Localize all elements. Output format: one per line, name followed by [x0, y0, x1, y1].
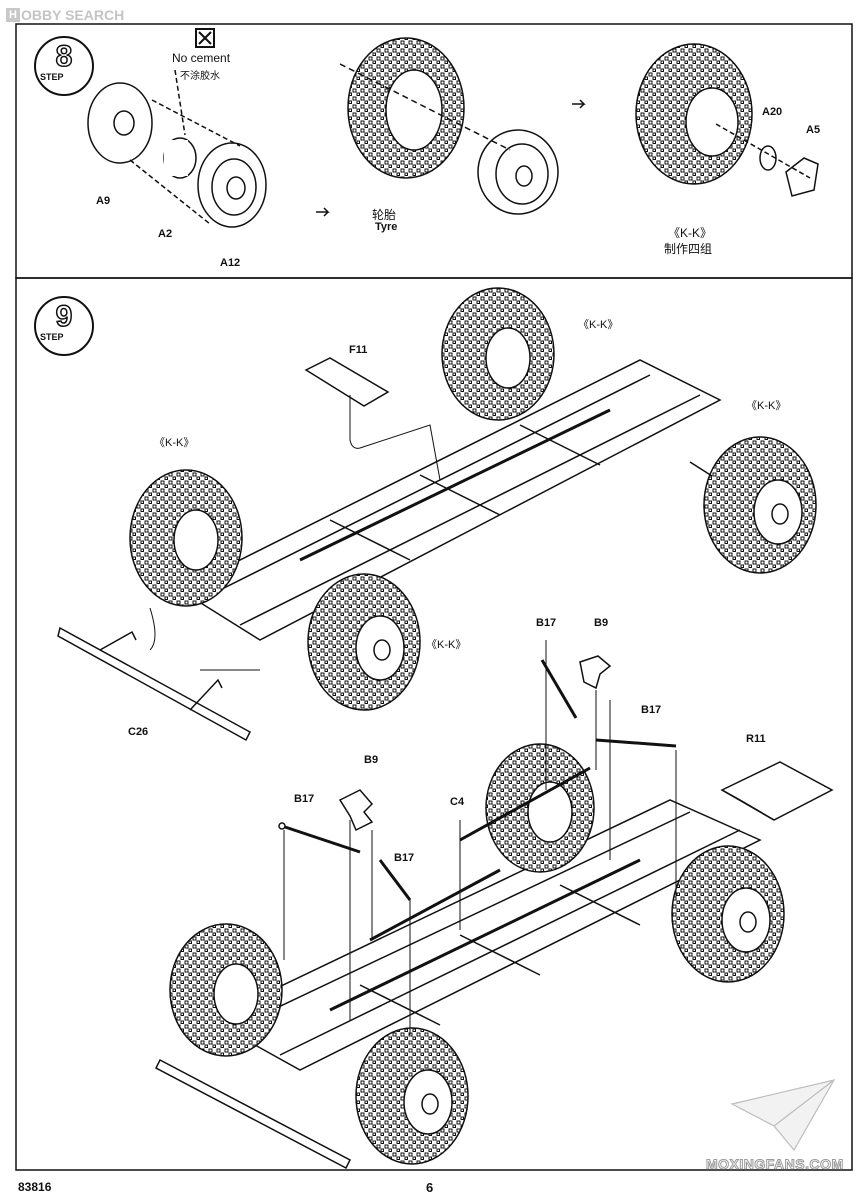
part-a20-label: A20 [762, 106, 783, 118]
step9-number: 9 [55, 300, 73, 333]
chassis-upper [57, 287, 817, 742]
tyre-label-cn: 轮胎 [372, 208, 397, 222]
part-c4-label: C4 [450, 796, 465, 808]
tyre-label: Tyre [375, 221, 398, 233]
part-b17-label-4: B17 [394, 852, 415, 864]
part-f11-label: F11 [349, 344, 368, 356]
part-b17-label-1: B17 [536, 617, 557, 629]
kk-label-front-right: 《K-K》 [426, 639, 467, 651]
make-four-label-cn: 制作四组 [664, 242, 713, 256]
part-b17-label-3: B17 [294, 793, 315, 805]
part-r11-label: R11 [746, 733, 766, 745]
kk-label-rear-left: 《K-K》 [578, 319, 619, 331]
kk-label-front-left: 《K-K》 [154, 437, 195, 449]
part-a2-label: A2 [158, 228, 173, 240]
part-a12-label: A12 [220, 257, 241, 269]
part-b17-label-2: B17 [641, 704, 662, 716]
no-cement-label: No cement [172, 51, 231, 65]
panel-borders [15, 23, 853, 1171]
part-c26-label: C26 [128, 726, 149, 738]
page-number: 6 [426, 1180, 434, 1195]
kk-label-step8: 《K-K》 [668, 226, 713, 240]
step8-wheel-assembly [87, 37, 819, 228]
no-cement-icon [195, 28, 215, 48]
step8-badge: 8 STEP [34, 36, 94, 96]
part-a9-label: A9 [96, 195, 111, 207]
part-b9-label-1: B9 [594, 617, 609, 629]
part-b9-label-2: B9 [364, 754, 379, 766]
part-a5-label: A5 [806, 124, 821, 136]
step8-word: STEP [40, 72, 64, 82]
chassis-lower [155, 640, 834, 1170]
paper-plane-watermark-icon [730, 1079, 836, 1152]
hobby-search-text: OBBY SEARCH [21, 6, 125, 23]
step8-arrows [316, 99, 586, 217]
step9-word: STEP [40, 332, 64, 342]
step8-number: 8 [55, 40, 73, 73]
kk-label-rear-right: 《K-K》 [746, 400, 787, 412]
hobby-search-logo-icon: H [6, 7, 20, 22]
moxingfans-watermark: MOXINGFANS.COM [706, 1156, 844, 1173]
model-number: 83816 [18, 1180, 52, 1194]
no-cement-label-cn: 不涂胶水 [180, 71, 220, 82]
step9-badge: 9 STEP [34, 296, 94, 356]
